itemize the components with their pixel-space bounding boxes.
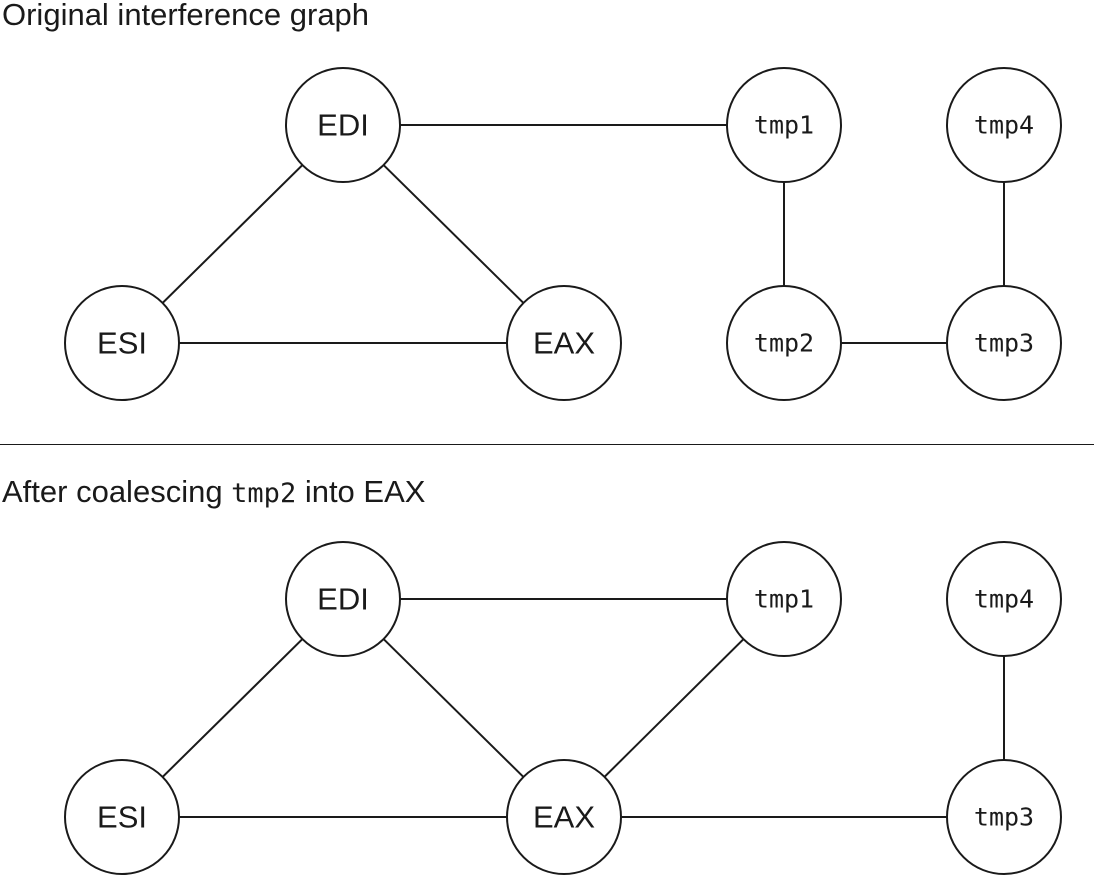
node-circle <box>506 285 622 401</box>
node-circle <box>946 285 1062 401</box>
node-tmp1: tmp1 <box>726 67 842 183</box>
node-label: tmp4 <box>974 111 1034 140</box>
node-label: ESI <box>97 800 147 835</box>
node-tmp3: tmp3 <box>946 759 1062 875</box>
node-label: EAX <box>533 800 595 835</box>
node-label: ESI <box>97 326 147 361</box>
node-circle <box>506 759 622 875</box>
node-esi: ESI <box>64 759 180 875</box>
node-label: EAX <box>533 326 595 361</box>
node-tmp2: tmp2 <box>726 285 842 401</box>
node-circle <box>64 285 180 401</box>
node-eax: EAX <box>506 285 622 401</box>
node-circle <box>726 541 842 657</box>
node-label: tmp1 <box>754 585 814 614</box>
panel-divider <box>0 444 1094 445</box>
node-edi: EDI <box>285 67 401 183</box>
node-circle <box>946 67 1062 183</box>
node-eax: EAX <box>506 759 622 875</box>
node-label: tmp3 <box>974 329 1034 358</box>
node-circle <box>285 541 401 657</box>
node-label: EDI <box>317 108 369 143</box>
node-circle <box>726 67 842 183</box>
node-tmp3: tmp3 <box>946 285 1062 401</box>
node-circle <box>64 759 180 875</box>
node-circle <box>946 541 1062 657</box>
node-circle <box>726 285 842 401</box>
node-edi: EDI <box>285 541 401 657</box>
node-esi: ESI <box>64 285 180 401</box>
node-label: tmp1 <box>754 111 814 140</box>
node-label: EDI <box>317 582 369 617</box>
node-label: tmp3 <box>974 803 1034 832</box>
bottom-title-prefix: After coalescing <box>2 474 232 509</box>
bottom-title-code: tmp2 <box>231 478 297 509</box>
node-circle <box>946 759 1062 875</box>
node-label: tmp4 <box>974 585 1034 614</box>
top-panel-title: Original interference graph <box>2 0 370 32</box>
node-tmp4: tmp4 <box>946 67 1062 183</box>
bottom-title-suffix: into EAX <box>296 474 426 509</box>
node-circle <box>285 67 401 183</box>
bottom-panel-title: After coalescing tmp2 into EAX <box>2 474 425 510</box>
node-label: tmp2 <box>754 329 814 358</box>
node-tmp4: tmp4 <box>946 541 1062 657</box>
node-tmp1: tmp1 <box>726 541 842 657</box>
